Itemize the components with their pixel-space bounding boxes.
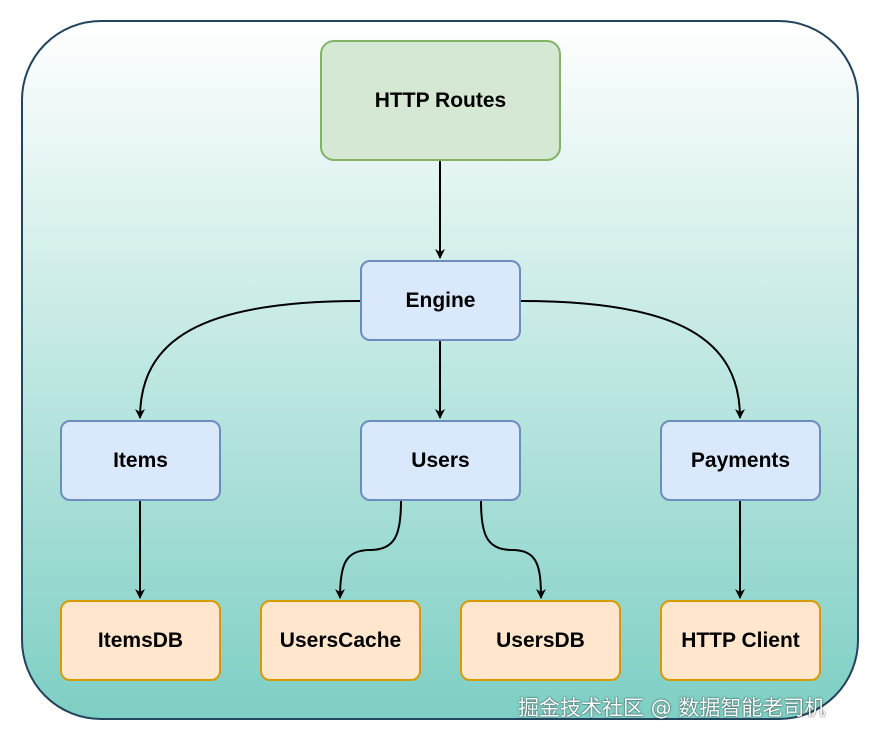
node-http-client-label: HTTP Client (681, 628, 800, 652)
edge-users-usersdb (480, 500, 546, 599)
node-items-label: Items (113, 448, 168, 472)
node-engine: Engine (360, 260, 521, 341)
node-payments: Payments (660, 420, 821, 501)
node-payments-label: Payments (690, 448, 791, 472)
node-engine-label: Engine (405, 288, 476, 312)
node-items: Items (60, 420, 221, 501)
node-itemsdb-label: ItemsDB (97, 628, 184, 652)
node-userscache: UsersCache (260, 600, 421, 681)
node-usersdb-label: UsersDB (496, 628, 585, 652)
watermark-text: 掘金技术社区 @ 数据智能老司机 (518, 696, 826, 720)
edge-engine-items (135, 300, 361, 419)
node-users-label: Users (411, 448, 470, 472)
node-http-routes: HTTP Routes (320, 40, 561, 161)
edge-engine-payments (520, 300, 745, 419)
node-users: Users (360, 420, 521, 501)
node-http-routes-label: HTTP Routes (374, 88, 507, 112)
edge-users-userscache (335, 500, 402, 599)
node-userscache-label: UsersCache (279, 628, 402, 652)
node-itemsdb: ItemsDB (60, 600, 221, 681)
node-http-client: HTTP Client (660, 600, 821, 681)
node-usersdb: UsersDB (460, 600, 621, 681)
